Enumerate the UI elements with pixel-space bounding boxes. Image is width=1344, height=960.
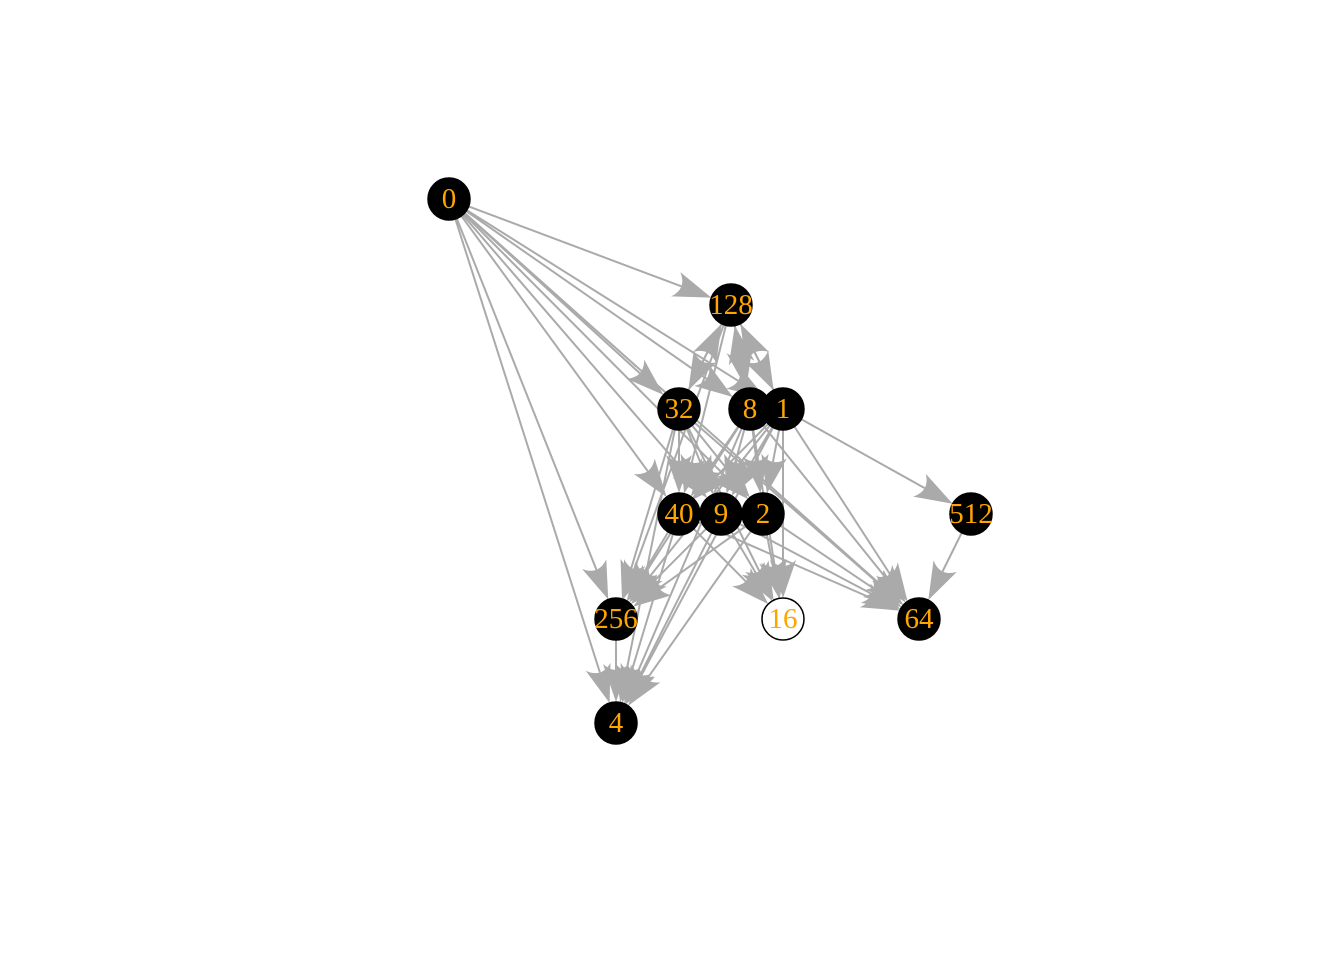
arrowhead-1-to-2 [761, 453, 787, 494]
node-label-128: 128 [709, 289, 753, 321]
arrowhead-2-to-4 [628, 667, 661, 706]
node-16: 16 [761, 597, 805, 641]
edges-layer [454, 205, 963, 706]
arrowhead-32-to-40 [666, 455, 692, 493]
edge-1-to-4 [640, 427, 775, 677]
edge-0-to-4 [454, 218, 601, 673]
edge-9-to-16 [730, 531, 757, 574]
arrowhead-1-to-40 [693, 462, 730, 500]
edge-1-to-64 [793, 426, 892, 576]
edge-2-to-4 [645, 530, 752, 681]
node-128: 128 [709, 283, 753, 327]
edge-1-to-128 [753, 351, 775, 391]
edge-9-to-4 [638, 532, 713, 677]
arrowhead-2-to-16 [759, 558, 785, 599]
arrowhead-0-to-8 [694, 364, 733, 397]
node-label-16: 16 [769, 603, 798, 635]
node-4: 4 [594, 701, 638, 745]
edge-9-to-256 [652, 528, 707, 583]
edge-32-to-2 [691, 424, 731, 474]
edge-8-to-9 [734, 428, 746, 464]
arrowhead-0-to-32 [626, 359, 664, 395]
node-8: 8 [728, 387, 772, 431]
arrowhead-1-to-128 [740, 323, 770, 364]
edge-2-to-64 [779, 524, 876, 591]
arrowhead-0-to-256 [582, 559, 609, 600]
edge-1-to-2 [771, 429, 781, 463]
edge-0-to-8 [465, 210, 708, 380]
node-label-8: 8 [743, 393, 758, 425]
edge-40-to-16 [693, 528, 747, 583]
node-64: 64 [897, 597, 941, 641]
edge-0-to-128 [468, 205, 682, 288]
edge-1-to-512 [800, 418, 926, 490]
node-circle-4 [594, 701, 638, 745]
arrowhead-2-to-256 [633, 574, 672, 607]
node-label-2: 2 [756, 498, 771, 530]
edge-0-to-1 [466, 209, 739, 382]
edge-0-to-9 [461, 214, 688, 475]
edge-8-to-128 [739, 356, 748, 389]
arrowhead-0-to-4 [585, 662, 611, 703]
node-circle-2 [741, 492, 785, 536]
edge-32-to-256 [630, 428, 674, 569]
arrowhead-0-to-128 [671, 272, 712, 298]
node-label-32: 32 [665, 393, 694, 425]
node-0: 0 [427, 177, 471, 221]
arrowhead-128-to-32 [688, 350, 718, 391]
arrowhead-0-to-40 [633, 458, 667, 498]
edge-2-to-16 [765, 534, 775, 568]
arrowhead-128-to-1 [744, 350, 774, 391]
edge-40-to-4 [630, 533, 674, 673]
node-label-40: 40 [665, 498, 694, 530]
arrowhead-256-to-4 [603, 664, 629, 702]
node-circle-128 [709, 283, 753, 327]
edge-1-to-9 [747, 426, 774, 469]
node-circle-1 [761, 387, 805, 431]
node-circle-16 [761, 597, 805, 641]
edge-0-to-2 [463, 213, 727, 478]
arrowhead-2-to-64 [862, 575, 902, 608]
node-256: 256 [594, 597, 638, 641]
edge-0-to-256 [455, 218, 598, 571]
node-512: 512 [949, 492, 993, 536]
node-circle-0 [427, 177, 471, 221]
node-1: 1 [761, 387, 805, 431]
node-circle-64 [897, 597, 941, 641]
edge-32-to-128 [687, 351, 709, 391]
edge-128-to-40 [690, 325, 727, 463]
edge-512-to-64 [941, 532, 963, 572]
arrowhead-512-to-64 [928, 560, 957, 601]
edge-32-to-9 [685, 428, 703, 466]
edge-0-to-40 [460, 215, 649, 472]
edge-32-to-4 [625, 429, 676, 672]
node-label-1: 1 [776, 393, 791, 425]
node-label-64: 64 [905, 603, 935, 635]
node-label-256: 256 [594, 603, 638, 635]
node-40: 40 [657, 492, 701, 536]
node-label-9: 9 [714, 498, 729, 530]
edge-32-to-64 [694, 422, 880, 585]
node-label-0: 0 [442, 183, 457, 215]
node-32: 32 [657, 387, 701, 431]
arrowhead-1-to-512 [913, 473, 953, 504]
node-circle-256 [594, 597, 638, 641]
node-label-4: 4 [609, 707, 624, 739]
edge-40-to-256 [642, 531, 670, 575]
node-9: 9 [699, 492, 743, 536]
node-circle-32 [657, 387, 701, 431]
arrowhead-32-to-128 [692, 323, 722, 364]
node-2: 2 [741, 492, 785, 536]
node-label-512: 512 [949, 498, 993, 530]
edge-1-to-40 [715, 423, 769, 478]
arrowhead-1-to-64 [876, 562, 908, 602]
arrowhead-40-to-16 [732, 567, 769, 605]
edge-2-to-256 [658, 525, 747, 590]
node-circle-512 [949, 492, 993, 536]
